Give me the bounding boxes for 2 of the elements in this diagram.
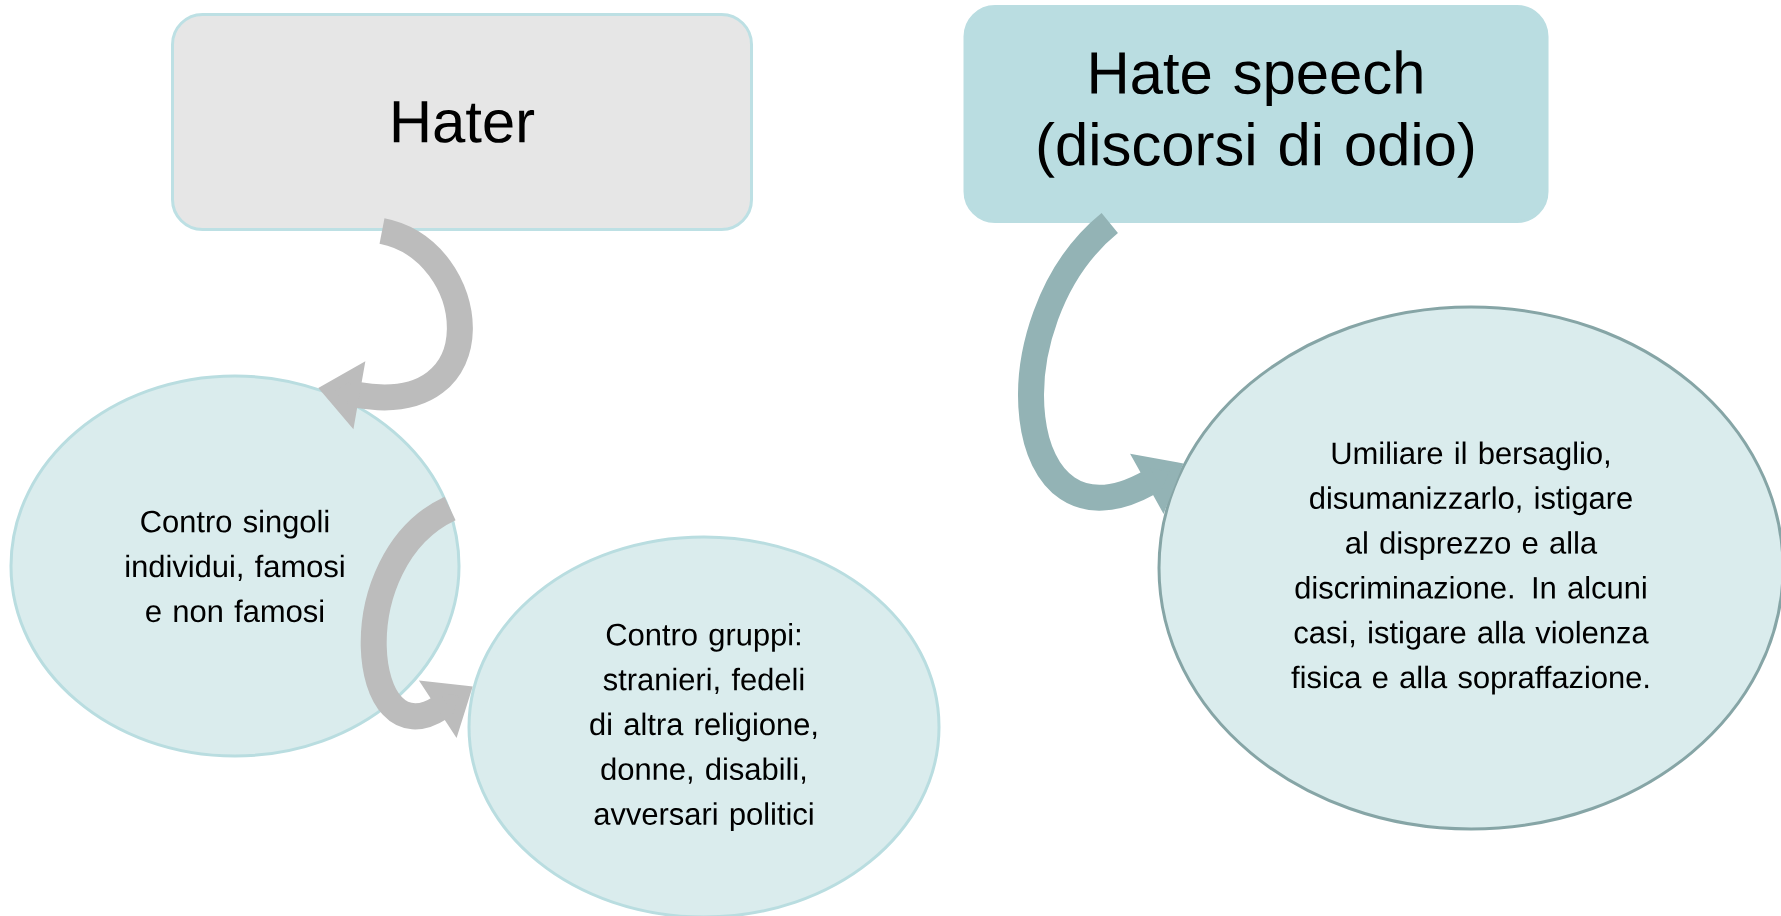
title-box: Hate speech (discorsi di odio) — [963, 5, 1549, 223]
title-box: Hater — [171, 13, 753, 231]
